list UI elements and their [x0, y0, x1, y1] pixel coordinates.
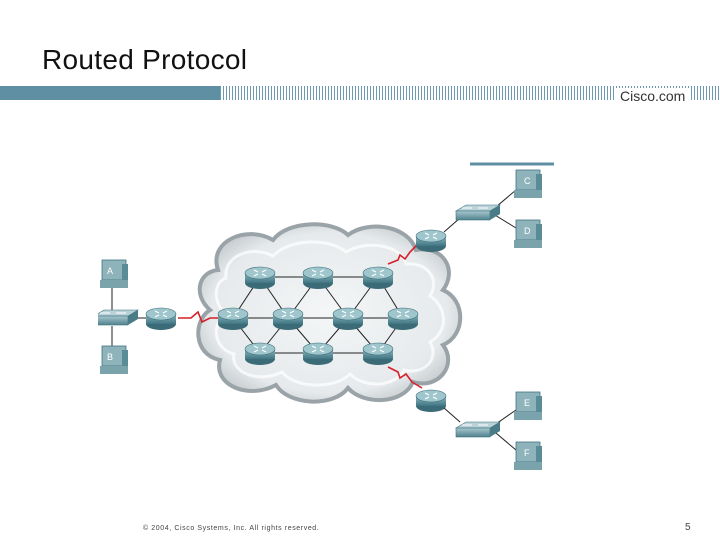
switch-icon [455, 204, 501, 221]
router-icon [244, 266, 276, 290]
workstation-c: C [514, 169, 542, 198]
router-icon [302, 266, 334, 290]
header-bar [0, 86, 720, 100]
router-icon [387, 307, 419, 331]
router-icon [217, 307, 249, 331]
host-label-b: B [107, 352, 113, 362]
router-icon [362, 266, 394, 290]
router-icon [145, 307, 177, 331]
workstation-e: E [514, 391, 542, 420]
router-icon [415, 389, 447, 413]
router-icon [415, 229, 447, 253]
workstation-f: F [514, 441, 542, 470]
host-label-d: D [524, 226, 531, 236]
router-icon [332, 307, 364, 331]
header-bar-solid [0, 86, 220, 100]
copyright-text: © 2004, Cisco Systems, Inc. All rights r… [143, 525, 320, 532]
switch-icon [455, 421, 501, 438]
serial-link-icon [178, 243, 423, 389]
network-diagram: A B C D E F [98, 162, 554, 470]
page-number: 5 [685, 522, 691, 533]
header-bar-stripes [220, 86, 720, 100]
router-icon [244, 342, 276, 366]
workstation-d: D [514, 219, 542, 248]
router-icon [272, 307, 304, 331]
workstation-a: A [100, 259, 128, 288]
workstation-b: B [100, 345, 128, 374]
host-label-f: F [524, 448, 530, 458]
host-label-c: C [524, 176, 531, 186]
host-label-e: E [524, 398, 530, 408]
switch-icon [98, 309, 139, 326]
router-icon [302, 342, 334, 366]
router-icon [362, 342, 394, 366]
slide-title: Routed Protocol [42, 44, 248, 75]
host-label-a: A [107, 266, 113, 276]
cisco-logo: Cisco.com [616, 88, 690, 104]
